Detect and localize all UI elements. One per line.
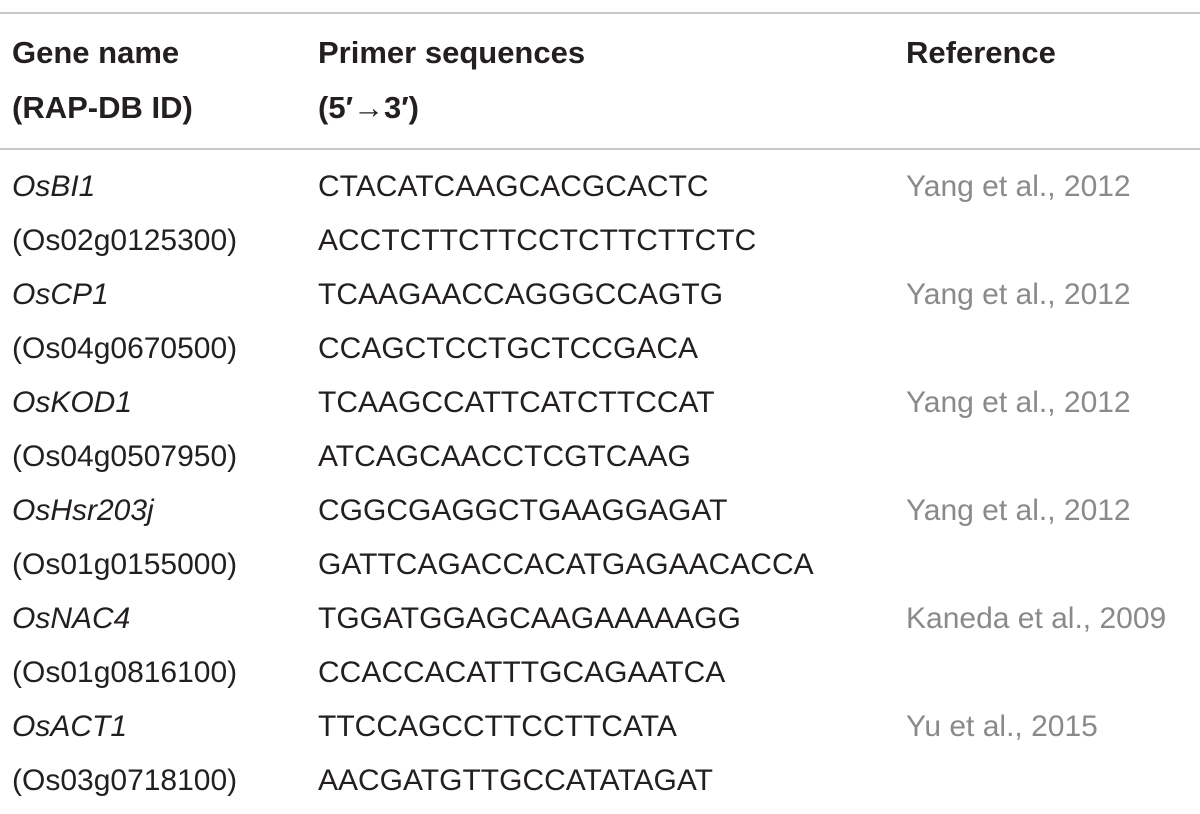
reverse-primer: ACCTCTTCTTCCTCTTCTTCTC [318, 224, 757, 257]
forward-primer: CTACATCAAGCACGCACTC [318, 170, 709, 203]
rap-db-id: (Os03g0718100) [12, 764, 238, 797]
rap-db-id: (Os01g0155000) [12, 548, 238, 581]
top-rule [0, 12, 1200, 14]
gene-name: OsACT1 [12, 710, 128, 743]
forward-primer: TTCCAGCCTTCCTTCATA [318, 710, 677, 743]
reverse-primer: CCAGCTCCTGCTCCGACA [318, 332, 698, 365]
reverse-primer: CCACCACATTTGCAGAATCA [318, 656, 726, 689]
table-row: OsKOD1 (Os04g0507950) TCAAGCCATTCATCTTCC… [0, 376, 1200, 484]
reference-link[interactable]: Yang et al., 2012 [906, 170, 1131, 203]
forward-primer: TCAAGAACCAGGGCCAGTG [318, 278, 724, 311]
rap-db-id: (Os01g0816100) [12, 656, 238, 689]
reference-link[interactable]: Kaneda et al., 2009 [906, 602, 1167, 635]
rap-db-id: (Os04g0670500) [12, 332, 238, 365]
gene-name: OsCP1 [12, 278, 109, 311]
table-row: OsCP1 (Os04g0670500) TCAAGAACCAGGGCCAGTG… [0, 268, 1200, 376]
gene-name: OsNAC4 [12, 602, 131, 635]
forward-primer: CGGCGAGGCTGAAGGAGAT [318, 494, 728, 527]
reverse-primer: AACGATGTTGCCATATAGAT [318, 764, 713, 797]
reference-link[interactable]: Yang et al., 2012 [906, 386, 1131, 419]
table-row: OsNAC4 (Os01g0816100) TGGATGGAGCAAGAAAAA… [0, 592, 1200, 700]
reverse-primer: GATTCAGACCACATGAGAACACCA [318, 548, 814, 581]
reference-link[interactable]: Yang et al., 2012 [906, 494, 1131, 527]
forward-primer: TCAAGCCATTCATCTTCCAT [318, 386, 715, 419]
forward-primer: TGGATGGAGCAAGAAAAAGG [318, 602, 741, 635]
reference-link[interactable]: Yang et al., 2012 [906, 278, 1131, 311]
table-row: OsHsr203j (Os01g0155000) CGGCGAGGCTGAAGG… [0, 484, 1200, 592]
reference-link[interactable]: Yu et al., 2015 [906, 710, 1098, 743]
header-reference: Reference [906, 35, 1056, 70]
table-row: OsBI1 (Os02g0125300) CTACATCAAGCACGCACTC… [0, 160, 1200, 268]
rap-db-id: (Os04g0507950) [12, 440, 238, 473]
header-primer-direction: (5′→3′) [318, 90, 419, 125]
gene-name: OsBI1 [12, 170, 96, 203]
gene-name: OsHsr203j [12, 494, 154, 527]
header-rap-id: (RAP-DB ID) [12, 90, 193, 125]
header-gene-name: Gene name [12, 35, 180, 70]
reverse-primer: ATCAGCAACCTCGTCAAG [318, 440, 691, 473]
gene-name: OsKOD1 [12, 386, 133, 419]
header-primer-sequences: Primer sequences [318, 35, 586, 70]
rap-db-id: (Os02g0125300) [12, 224, 238, 257]
header-rule [0, 148, 1200, 150]
table-row: OsACT1 (Os03g0718100) TTCCAGCCTTCCTTCATA… [0, 700, 1200, 808]
